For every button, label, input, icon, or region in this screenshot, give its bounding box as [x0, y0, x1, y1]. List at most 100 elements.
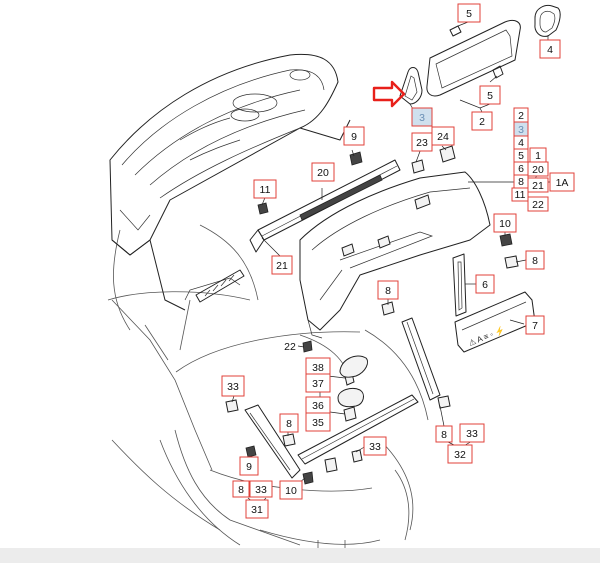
pillar-trim-left: [244, 404, 301, 479]
stack-item-22[interactable]: 22: [527, 196, 549, 212]
svg-text:38: 38: [312, 362, 324, 374]
callout-32[interactable]: 32: [447, 444, 473, 464]
callout-5-top[interactable]: 5: [457, 3, 481, 23]
callout-37[interactable]: 37: [305, 373, 331, 393]
callout-4[interactable]: 4: [539, 39, 561, 59]
callout-8-lower[interactable]: 8: [279, 413, 299, 433]
pillar-trim-right: [401, 317, 441, 401]
svg-text:6: 6: [482, 279, 488, 291]
grommet-36: [337, 387, 364, 408]
svg-text:5: 5: [487, 90, 493, 102]
callout-38[interactable]: 38: [305, 357, 331, 377]
stack-item-4[interactable]: 4: [513, 135, 529, 150]
plate-text: ⚠ A ≡ ◦ ⚡: [467, 324, 506, 348]
tailgate-shell: [109, 53, 351, 311]
callout-22: 22: [284, 341, 296, 353]
callout-36[interactable]: 36: [305, 396, 331, 414]
svg-text:24: 24: [437, 131, 449, 143]
stack-item-8[interactable]: 8: [513, 174, 529, 189]
svg-text:4: 4: [518, 137, 524, 149]
svg-text:36: 36: [312, 400, 324, 412]
svg-text:21: 21: [532, 180, 544, 192]
svg-text:33: 33: [255, 484, 267, 496]
svg-text:6: 6: [518, 163, 524, 175]
stack-item-3[interactable]: 3: [513, 121, 529, 137]
svg-text:8: 8: [532, 255, 538, 267]
svg-text:8: 8: [238, 484, 244, 496]
trim-strip-20: [249, 159, 401, 253]
callout-9-top[interactable]: 9: [343, 126, 365, 146]
svg-text:8: 8: [385, 285, 391, 297]
callout-8-right-lower[interactable]: 8: [435, 425, 453, 443]
svg-text:2: 2: [479, 116, 485, 128]
callout-10-bottom[interactable]: 10: [279, 480, 303, 500]
callout-33-right[interactable]: 33: [459, 423, 485, 443]
svg-text:5: 5: [518, 150, 524, 162]
callout-20[interactable]: 20: [311, 162, 335, 182]
left-rail: [195, 269, 245, 303]
callout-9-bottom[interactable]: 9: [239, 456, 259, 476]
svg-text:22: 22: [532, 199, 544, 211]
seal-3: [399, 67, 423, 105]
svg-text:22: 22: [284, 341, 296, 353]
callout-7[interactable]: 7: [525, 315, 545, 335]
stack-item-6[interactable]: 6: [513, 161, 529, 176]
callout-3[interactable]: 3: [411, 107, 433, 127]
callout-6[interactable]: 6: [475, 274, 495, 294]
trim-plate-7: ⚠ A ≡ ◦ ⚡: [454, 291, 536, 353]
callout-33-left[interactable]: 33: [221, 375, 245, 397]
svg-text:20: 20: [532, 164, 544, 176]
seal-4: [534, 5, 561, 37]
svg-text:8: 8: [286, 418, 292, 430]
svg-text:5: 5: [466, 8, 472, 20]
stack-item-2[interactable]: 2: [513, 107, 529, 123]
callout-8-bottom[interactable]: 8: [232, 480, 250, 498]
footer-strip: [0, 548, 600, 563]
callout-33-bottom[interactable]: 33: [249, 480, 273, 498]
svg-text:10: 10: [499, 218, 511, 230]
clips: [225, 145, 519, 485]
callout-21[interactable]: 21: [271, 255, 293, 275]
callout-1A[interactable]: 1A: [549, 172, 575, 192]
callout-10-top[interactable]: 10: [493, 213, 517, 233]
callout-8-right[interactable]: 8: [525, 250, 545, 270]
svg-text:3: 3: [518, 124, 524, 136]
svg-text:8: 8: [518, 176, 524, 188]
callout-23[interactable]: 23: [411, 132, 433, 152]
callout-11[interactable]: 11: [253, 179, 277, 199]
svg-text:8: 8: [441, 429, 447, 441]
callout-24[interactable]: 24: [431, 126, 455, 146]
cover-cap-38: [339, 355, 369, 378]
stack-item-11[interactable]: 11: [511, 187, 529, 202]
callout-8-mid[interactable]: 8: [377, 280, 399, 300]
svg-text:9: 9: [351, 131, 357, 143]
svg-text:1: 1: [535, 150, 541, 162]
tailgate-trim-panel: [299, 171, 491, 339]
pointer-arrow: [372, 80, 406, 108]
glass-panel-2: [426, 19, 521, 97]
svg-text:21: 21: [276, 260, 288, 272]
svg-text:9: 9: [246, 461, 252, 473]
callout-35[interactable]: 35: [305, 412, 331, 432]
svg-text:33: 33: [227, 381, 239, 393]
svg-text:33: 33: [369, 441, 381, 453]
svg-text:33: 33: [466, 428, 478, 440]
callout-5-mid[interactable]: 5: [479, 85, 501, 105]
svg-text:35: 35: [312, 417, 324, 429]
svg-text:7: 7: [532, 320, 538, 332]
callout-2[interactable]: 2: [471, 111, 493, 131]
sill-trim: [297, 394, 419, 465]
callout-33-center[interactable]: 33: [363, 436, 387, 456]
callout-31[interactable]: 31: [245, 499, 269, 519]
svg-text:2: 2: [518, 110, 524, 122]
svg-text:3: 3: [419, 112, 425, 124]
svg-text:37: 37: [312, 378, 324, 390]
stack-item-5[interactable]: 5: [513, 148, 529, 163]
strip-6: [452, 253, 467, 317]
stack-item-1[interactable]: 1: [529, 147, 547, 163]
svg-text:11: 11: [515, 189, 526, 201]
stack-item-21[interactable]: 21: [527, 177, 549, 193]
svg-text:1A: 1A: [556, 177, 569, 189]
stack-item-20[interactable]: 20: [527, 161, 549, 177]
